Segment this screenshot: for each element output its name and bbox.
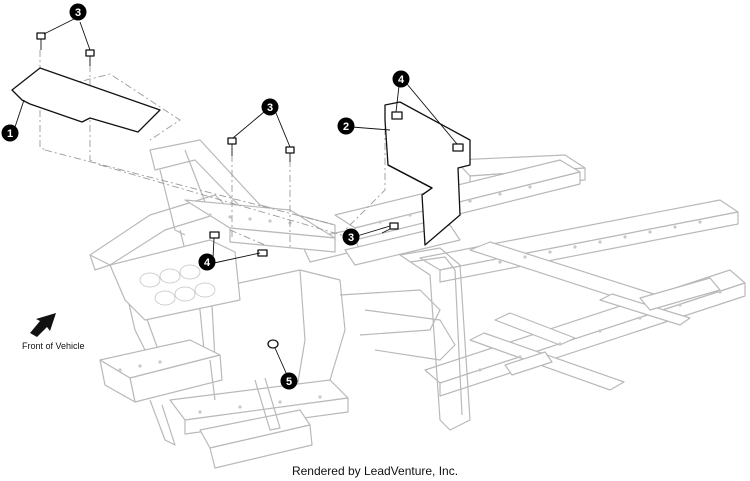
- front-of-vehicle-label: Front of Vehicle: [22, 341, 85, 351]
- clip: [391, 111, 403, 120]
- front-arrow-icon: [30, 313, 56, 337]
- callout-number: 5: [286, 376, 292, 388]
- heat-shield: [384, 101, 471, 246]
- leader-lines: [14, 17, 458, 376]
- callout-1: 1: [1, 124, 19, 142]
- callout-3: 3: [69, 3, 87, 21]
- callout-number: 3: [267, 102, 273, 114]
- callout-number: 3: [75, 7, 81, 19]
- callout-bubble: [198, 253, 216, 271]
- callout-number: 4: [398, 74, 405, 86]
- callout-bubble: [337, 117, 355, 135]
- cover-plate: [11, 67, 161, 133]
- callout-bubble: [261, 98, 279, 116]
- callout-bubble: [1, 124, 19, 142]
- callout-number: 2: [343, 121, 349, 133]
- bolt: [36, 32, 46, 50]
- callout-number: 1: [7, 128, 13, 140]
- vehicle-frame: [89, 139, 746, 469]
- callout-4: 4: [198, 253, 216, 271]
- callout-bubble: [392, 70, 410, 88]
- bolt: [227, 137, 237, 156]
- callout-number: 3: [348, 232, 354, 244]
- callout-3: 3: [342, 228, 360, 246]
- callouts: 1 2 3 3 3 4 4 5: [1, 3, 410, 390]
- callout-bubble: [69, 3, 87, 21]
- clip: [452, 143, 464, 152]
- grommet: [267, 339, 279, 349]
- clip: [209, 231, 220, 239]
- callout-3: 3: [261, 98, 279, 116]
- render-credit: Rendered by LeadVenture, Inc.: [291, 464, 459, 478]
- bolt: [285, 146, 295, 162]
- parts: [11, 32, 471, 349]
- alignment-lines: [39, 50, 386, 250]
- callout-2: 2: [337, 117, 355, 135]
- callout-bubble: [342, 228, 360, 246]
- callout-number: 4: [204, 257, 211, 269]
- callout-5: 5: [280, 372, 298, 390]
- callout-4: 4: [392, 70, 410, 88]
- bolt: [85, 49, 95, 66]
- callout-bubble: [280, 372, 298, 390]
